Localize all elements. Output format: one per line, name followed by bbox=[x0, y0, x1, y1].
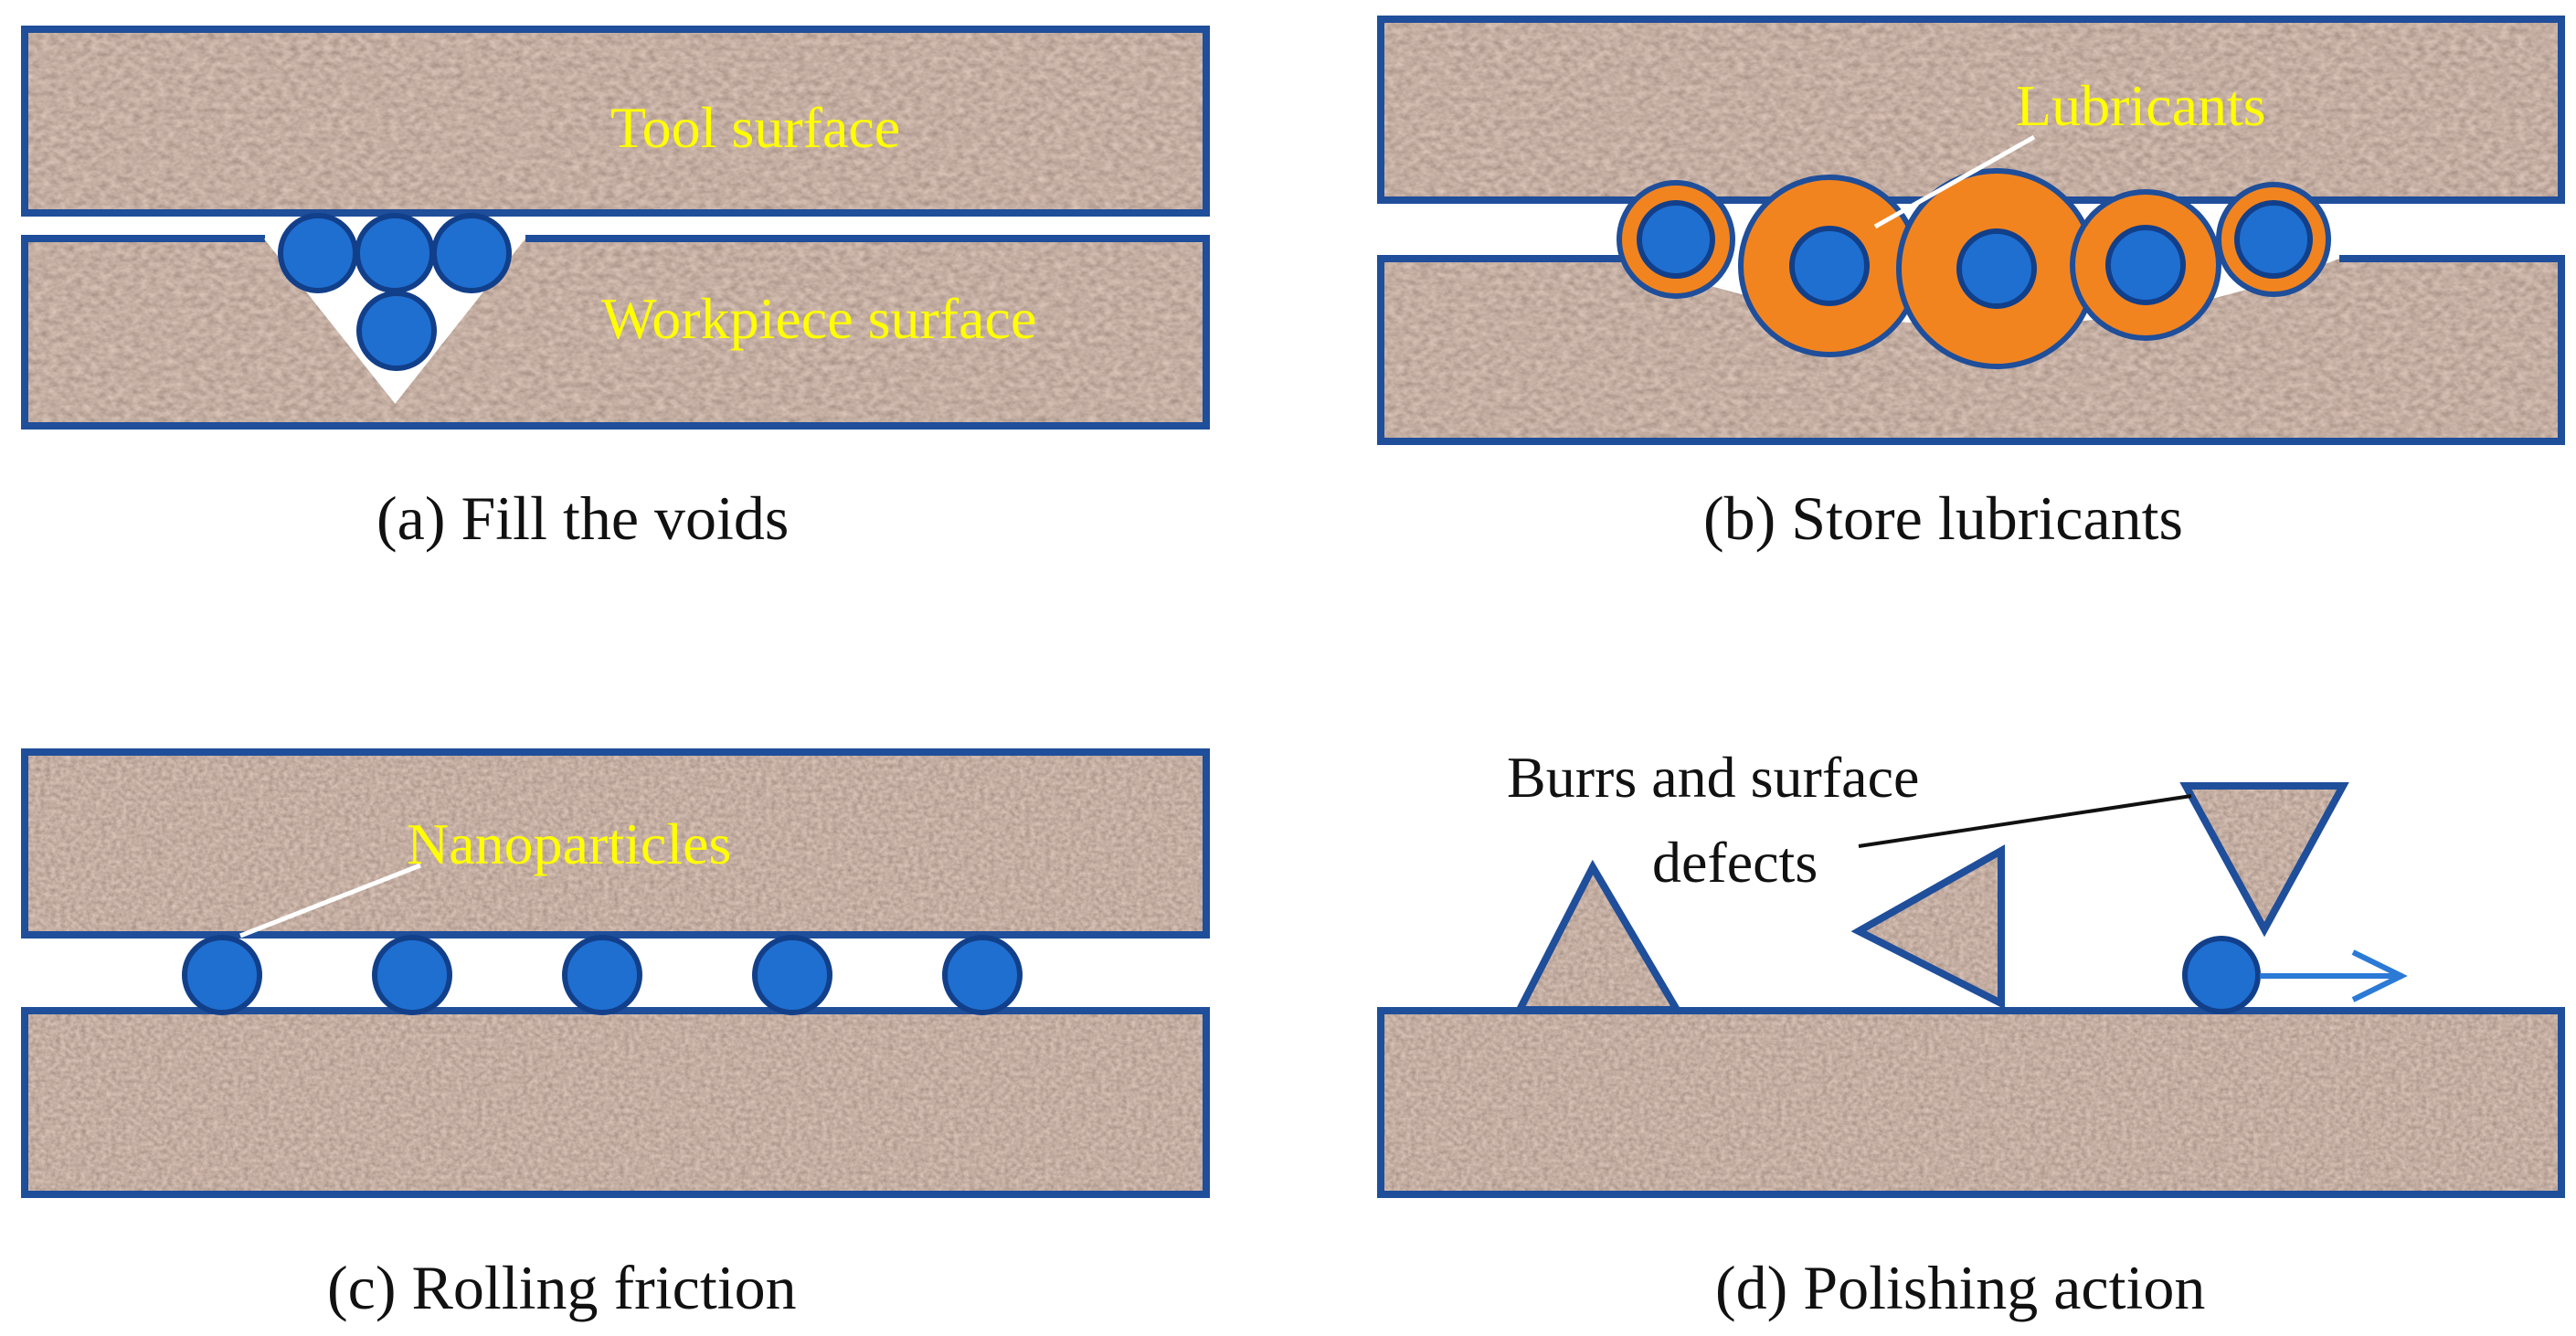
workpiece-surface-block bbox=[25, 1011, 1206, 1194]
workpiece-surface-block bbox=[25, 239, 1206, 426]
panel-b: Lubricants (b) Store lubricants bbox=[1377, 16, 2565, 553]
tool-surface-block bbox=[25, 752, 1206, 935]
defect-triangle-left-outline bbox=[1850, 844, 2005, 1010]
nanoparticle bbox=[372, 935, 452, 1015]
lubricant-coated-particle bbox=[1896, 168, 2097, 369]
burrs-leader-line-right bbox=[1858, 794, 2192, 848]
burr-triangle-upright-outline bbox=[1513, 859, 1684, 1013]
tool-surface-label: Tool surface bbox=[610, 95, 900, 160]
defect-triangle-inverted-outline bbox=[2179, 782, 2349, 938]
tool-surface-outline bbox=[21, 26, 1210, 217]
caption-a: (a) Fill the voids bbox=[376, 483, 789, 553]
nanoparticles-label: Nanoparticles bbox=[407, 811, 731, 876]
lubricant-coated-particle bbox=[1617, 180, 1735, 299]
nanoparticle bbox=[355, 213, 435, 293]
workpiece-surface-outline bbox=[1377, 255, 2565, 445]
panel-d: Burrs and surface defects (d) Polishing … bbox=[1377, 745, 2565, 1322]
defect-triangle-inverted bbox=[2186, 786, 2343, 929]
caption-b: (b) Store lubricants bbox=[1703, 483, 2183, 553]
nanoparticle bbox=[1789, 226, 1870, 306]
nanoparticle bbox=[431, 213, 512, 293]
nanoparticle bbox=[942, 935, 1023, 1015]
panel-a: Tool surface Workpiece surface (a) Fill … bbox=[21, 26, 1210, 553]
nanoparticle bbox=[752, 935, 832, 1015]
nanoparticle bbox=[2182, 936, 2261, 1014]
lubricant-coated-particle bbox=[1738, 175, 1921, 357]
lubricants-label: Lubricants bbox=[2016, 73, 2266, 138]
nanoparticle bbox=[182, 935, 262, 1015]
nanoparticle bbox=[356, 291, 437, 371]
workpiece-surface-block bbox=[1381, 1011, 2561, 1194]
right-arrow-icon bbox=[2260, 949, 2408, 1002]
caption-c: (c) Rolling friction bbox=[327, 1253, 797, 1322]
nanoparticle bbox=[2105, 225, 2186, 305]
caption-d: (d) Polishing action bbox=[1715, 1253, 2205, 1322]
lubricant-coated-particle bbox=[2216, 182, 2331, 297]
nanoparticles-leader-line bbox=[239, 863, 421, 938]
workpiece-surface-outline bbox=[21, 235, 1210, 429]
panel-c: Nanoparticles (c) Rolling friction bbox=[21, 748, 1210, 1322]
nanoparticle bbox=[278, 213, 358, 293]
tool-surface-block bbox=[25, 29, 1206, 213]
tool-surface-outline bbox=[21, 748, 1210, 938]
burr-triangle-upright bbox=[1520, 867, 1677, 1010]
burrs-label-line1: Burrs and surface bbox=[1507, 745, 1919, 810]
nanoparticle bbox=[1637, 200, 1715, 279]
nanoparticle bbox=[562, 935, 642, 1015]
nanoparticle bbox=[1956, 228, 2037, 309]
lubricant-coated-particle bbox=[2070, 189, 2221, 341]
defect-triangle-left-pointing bbox=[1859, 851, 2001, 1003]
workpiece-surface-label: Workpiece surface bbox=[601, 286, 1036, 351]
workpiece-surface-outline bbox=[1377, 1007, 2565, 1198]
nanoparticle bbox=[2234, 200, 2313, 279]
burrs-label-line2: defects bbox=[1652, 830, 1818, 895]
lubricants-leader-line bbox=[1873, 134, 2036, 229]
